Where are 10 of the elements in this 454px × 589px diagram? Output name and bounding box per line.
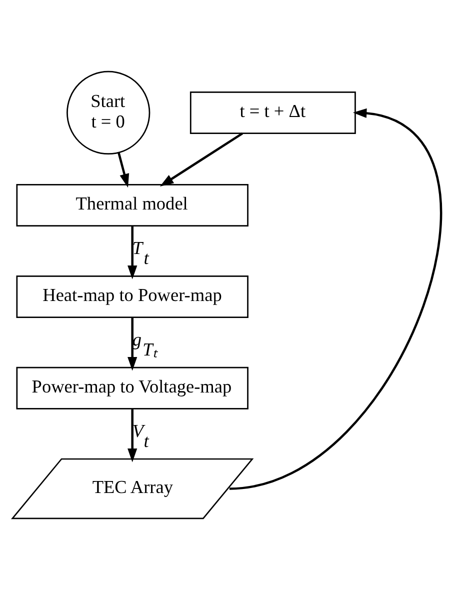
arrow [128,408,138,462]
node-box: Power-map to Voltage-map [16,366,248,409]
node-circle: Start t = 0 [66,70,150,154]
node-box: Thermal model [16,184,248,226]
arrow [118,152,130,188]
arrow [128,226,138,279]
node-box: Heat-map to Power-map [16,274,248,318]
arrow [160,132,244,186]
arrow [128,317,138,370]
node-box: t = t + Δt [190,90,356,134]
